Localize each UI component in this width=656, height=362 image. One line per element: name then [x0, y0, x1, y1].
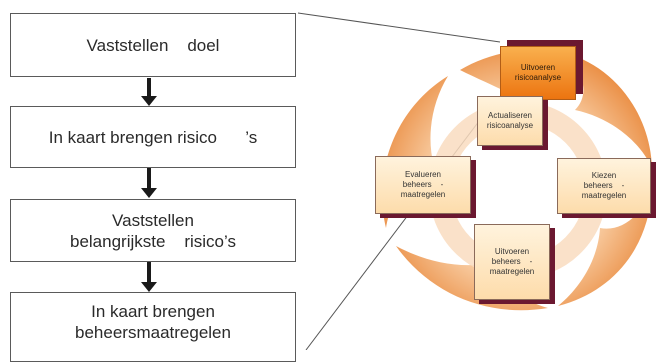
step-label-line1: In kaart brengen [91, 302, 215, 321]
card-label-line3: maatregelen [400, 190, 446, 199]
card-uitvoeren-risicoanalyse: Uitvoeren risicoanalyse [500, 46, 576, 100]
card-label-line2: beheers - [491, 257, 533, 266]
arrow-down-icon [141, 262, 157, 292]
card-label-line2: beheers - [583, 181, 625, 190]
card-kiezen-beheersmaatregelen: Kiezen beheers - maatregelen [557, 158, 651, 214]
card-label-line1: Uitvoeren [494, 247, 530, 256]
step-vaststellen-doel: Vaststellen doel [10, 13, 296, 77]
card-label-line2: risicoanalyse [486, 121, 534, 130]
step-label: In kaart brengen risico ’s [48, 127, 258, 147]
step-label-line2: belangrijkste risico’s [70, 231, 236, 251]
card-uitvoeren-beheersmaatregelen: Uitvoeren beheers - maatregelen [474, 224, 550, 300]
card-label-line2: beheers - [402, 180, 444, 189]
step-in-kaart-brengen-risicos: In kaart brengen risico ’s [10, 106, 296, 168]
card-label-line1: Evalueren [404, 170, 442, 179]
card-actualiseren-risicoanalyse: Actualiseren risicoanalyse [477, 96, 543, 146]
connector-line-top [297, 12, 501, 43]
card-label-line1: Actualiseren [487, 111, 533, 120]
card-label-line1: Uitvoeren [520, 63, 556, 72]
step-label-line2: beheersmaatregelen [75, 323, 231, 342]
card-evalueren-beheersmaatregelen: Evalueren beheers - maatregelen [375, 156, 471, 214]
card-label-line2: risicoanalyse [514, 73, 562, 82]
step-label-line1: Vaststellen [112, 210, 194, 230]
step-vaststellen-belangrijkste-risicos: Vaststellen belangrijkste risico’s [10, 199, 296, 262]
card-label-line3: maatregelen [489, 267, 535, 276]
arrow-down-icon [141, 78, 157, 106]
card-label-line1: Kiezen [591, 171, 617, 180]
card-label-line3: maatregelen [581, 191, 627, 200]
step-label: Vaststellen doel [86, 35, 220, 55]
arrow-down-icon [141, 168, 157, 198]
